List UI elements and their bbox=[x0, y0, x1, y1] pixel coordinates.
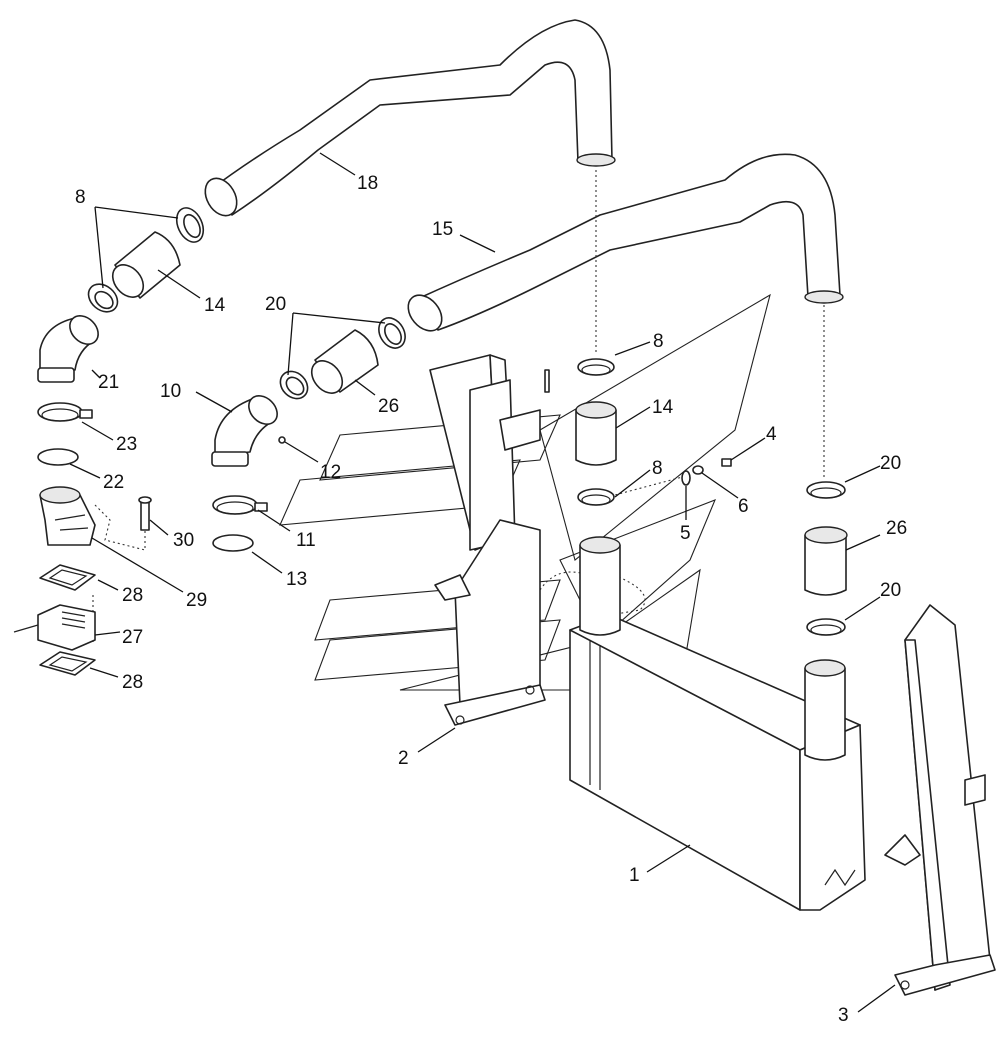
clamp-8-centre-upper bbox=[577, 358, 615, 376]
callout-23: 23 bbox=[116, 434, 137, 455]
clamp-8-left-upper bbox=[175, 207, 205, 243]
callout-8-centre-lower: 8 bbox=[652, 458, 663, 479]
nut-5 bbox=[681, 470, 691, 486]
clamp-8-centre-lower bbox=[577, 488, 615, 506]
callout-26-left: 26 bbox=[378, 396, 399, 417]
callout-2: 2 bbox=[398, 748, 409, 769]
callout-5: 5 bbox=[680, 523, 691, 544]
bolt-4 bbox=[721, 458, 732, 467]
clamp-20-upper bbox=[378, 317, 406, 349]
washer-6 bbox=[692, 465, 704, 475]
callout-14-centre: 14 bbox=[652, 397, 674, 418]
callout-1: 1 bbox=[629, 865, 640, 886]
hose-14-centre bbox=[575, 401, 617, 466]
leader-lines bbox=[69, 152, 896, 1013]
callout-27: 27 bbox=[122, 627, 143, 648]
callout-20-right-lower: 20 bbox=[880, 580, 901, 601]
callout-28-upper: 28 bbox=[122, 585, 143, 606]
clamp-20-right-lower bbox=[806, 618, 846, 636]
callout-10: 10 bbox=[160, 381, 181, 402]
callout-labels: 8 18 14 15 20 26 10 21 23 22 12 30 11 29… bbox=[75, 173, 907, 1026]
elbow-21 bbox=[37, 315, 99, 383]
gasket-28-lower bbox=[39, 651, 96, 676]
callout-8-centre-upper: 8 bbox=[653, 331, 664, 352]
callout-4: 4 bbox=[766, 424, 777, 445]
callout-28-lower: 28 bbox=[122, 672, 143, 693]
clamp-11 bbox=[212, 495, 268, 515]
callout-21: 21 bbox=[98, 372, 119, 393]
callout-13: 13 bbox=[286, 569, 307, 590]
callout-11: 11 bbox=[296, 530, 316, 551]
callout-30: 30 bbox=[173, 530, 194, 551]
hose-26-left bbox=[310, 329, 379, 394]
callout-3: 3 bbox=[838, 1005, 849, 1026]
callout-12: 12 bbox=[320, 462, 341, 483]
callout-18: 18 bbox=[357, 173, 378, 194]
callout-20-right-upper: 20 bbox=[880, 453, 901, 474]
elbow-10 bbox=[211, 395, 278, 467]
callout-8-left: 8 bbox=[75, 187, 86, 208]
heater-27 bbox=[13, 604, 96, 651]
clamp-8-left-lower bbox=[87, 283, 119, 313]
bracket-2 bbox=[429, 354, 550, 726]
hose-15 bbox=[407, 153, 844, 332]
callout-14-left: 14 bbox=[204, 295, 226, 316]
callout-22: 22 bbox=[103, 472, 124, 493]
hose-26-right bbox=[804, 526, 848, 596]
callout-29: 29 bbox=[186, 590, 207, 611]
callout-6: 6 bbox=[738, 496, 749, 517]
clamp-20-right-upper bbox=[806, 481, 846, 499]
bracket-3 bbox=[884, 604, 996, 996]
gasket-28-upper bbox=[39, 564, 96, 591]
charge-air-cooler-1 bbox=[569, 536, 866, 911]
o-ring-13 bbox=[212, 534, 254, 552]
clamp-20-lower bbox=[279, 370, 309, 400]
hose-18 bbox=[204, 19, 616, 217]
callout-26-right: 26 bbox=[886, 518, 907, 539]
hose-14-left bbox=[111, 231, 181, 299]
manifold-29 bbox=[39, 486, 96, 546]
clamp-23 bbox=[37, 402, 93, 422]
callout-20-left: 20 bbox=[265, 294, 286, 315]
plug-12 bbox=[278, 436, 286, 444]
bolt-30 bbox=[138, 496, 152, 531]
o-ring-22 bbox=[37, 448, 79, 466]
callout-15: 15 bbox=[432, 219, 453, 240]
